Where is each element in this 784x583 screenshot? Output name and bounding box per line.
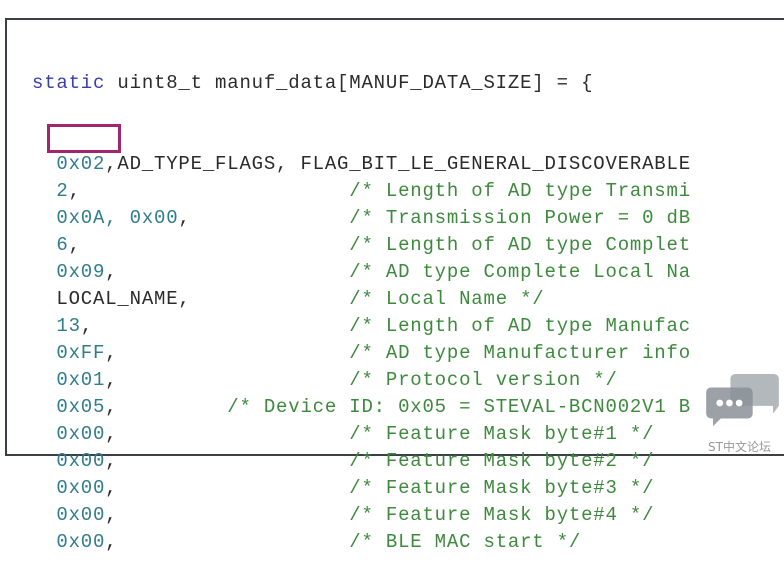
code-line: LOCAL_NAME, /* Local Name */ bbox=[32, 286, 691, 313]
comment: /* Length of AD type Complet bbox=[349, 234, 691, 256]
code-line: 6, /* Length of AD type Complet bbox=[32, 232, 691, 259]
comment: /* Device ID: 0x05 = STEVAL-BCN002V1 B bbox=[227, 396, 691, 418]
padding bbox=[117, 342, 349, 364]
value: 13 bbox=[56, 315, 81, 337]
code-line: 13, /* Length of AD type Manufac bbox=[32, 313, 691, 340]
code-line: 2, /* Length of AD type Transmi bbox=[32, 178, 691, 205]
comment: /* AD type Complete Local Na bbox=[349, 261, 691, 283]
code-line: 0xFF, /* AD type Manufacturer info bbox=[32, 340, 691, 367]
code-text: , bbox=[105, 423, 118, 445]
code-text: , bbox=[105, 396, 118, 418]
comment: /* Feature Mask byte#3 */ bbox=[349, 477, 655, 499]
code-text: , bbox=[105, 342, 118, 364]
value: 0x05 bbox=[56, 396, 106, 418]
comment: /* Feature Mask byte#2 */ bbox=[349, 450, 655, 472]
code-line: 0x00, /* BLE MAC start */ bbox=[32, 529, 691, 556]
code-line: 0x00, /* Feature Mask byte#2 */ bbox=[32, 448, 691, 475]
code-frame bbox=[5, 18, 784, 456]
value: 0x0A, 0x00 bbox=[56, 207, 179, 229]
watermark-text: ST中文论坛 bbox=[708, 440, 771, 454]
padding bbox=[81, 234, 349, 256]
value: 0x02 bbox=[56, 153, 106, 175]
value: 0x00 bbox=[56, 450, 106, 472]
comment: /* Length of AD type Manufac bbox=[349, 315, 691, 337]
padding bbox=[191, 207, 350, 229]
code-text: , bbox=[105, 477, 118, 499]
code-line: 0x00, /* Feature Mask byte#1 */ bbox=[32, 421, 691, 448]
value: 0x00 bbox=[56, 477, 106, 499]
padding bbox=[117, 477, 349, 499]
comment: /* Feature Mask byte#4 */ bbox=[349, 504, 655, 526]
comment: /* Transmission Power = 0 dB bbox=[349, 207, 691, 229]
padding bbox=[117, 450, 349, 472]
comment: /* Protocol version */ bbox=[349, 369, 618, 391]
comment: /* BLE MAC start */ bbox=[349, 531, 582, 553]
code-block: static uint8_t manuf_data[MANUF_DATA_SIZ… bbox=[32, 16, 691, 583]
padding bbox=[117, 531, 349, 553]
code-line: 0x09, /* AD type Complete Local Na bbox=[32, 259, 691, 286]
code-line: 0x05, /* Device ID: 0x05 = STEVAL-BCN002… bbox=[32, 394, 691, 421]
highlight-box bbox=[47, 124, 121, 153]
code-text: LOCAL_NAME, bbox=[56, 288, 191, 310]
code-line: 0x01, /* Protocol version */ bbox=[32, 367, 691, 394]
padding bbox=[117, 369, 349, 391]
value: 0x00 bbox=[56, 504, 106, 526]
code-line: 0x00, /* Feature Mask byte#3 */ bbox=[32, 475, 691, 502]
keyword: static bbox=[32, 72, 106, 94]
comment: /* Feature Mask byte#1 */ bbox=[349, 423, 655, 445]
chat-bubble-icon bbox=[706, 373, 779, 427]
code-text: , bbox=[178, 207, 191, 229]
value: 0xFF bbox=[56, 342, 106, 364]
declaration-text: uint8_t manuf_data[MANUF_DATA_SIZE] = { bbox=[105, 72, 594, 94]
padding bbox=[117, 261, 349, 283]
value: 0x01 bbox=[56, 369, 106, 391]
code-line-declaration: static uint8_t manuf_data[MANUF_DATA_SIZ… bbox=[32, 70, 691, 97]
code-text: , bbox=[105, 531, 118, 553]
code-text: , bbox=[105, 261, 118, 283]
code-text: , bbox=[68, 234, 81, 256]
value: 0x00 bbox=[56, 423, 106, 445]
padding bbox=[117, 504, 349, 526]
padding bbox=[191, 288, 350, 310]
value: 6 bbox=[56, 234, 69, 256]
padding bbox=[117, 423, 349, 445]
code-line: 0x00, /* Feature Mask byte#4 */ bbox=[32, 502, 691, 529]
code-text: , bbox=[80, 315, 94, 337]
comment: /* Length of AD type Transmi bbox=[349, 180, 691, 202]
code-text: , bbox=[105, 450, 118, 472]
padding bbox=[93, 315, 349, 337]
code-text: , bbox=[68, 180, 81, 202]
code-text: ,AD_TYPE_FLAGS, FLAG_BIT_LE_GENERAL_DISC… bbox=[105, 153, 691, 175]
code-text: , bbox=[105, 369, 118, 391]
value: 2 bbox=[56, 180, 69, 202]
comment: /* Local Name */ bbox=[349, 288, 545, 310]
comment: /* AD type Manufacturer info bbox=[349, 342, 691, 364]
code-text: , bbox=[105, 504, 118, 526]
padding bbox=[81, 180, 349, 202]
code-line: 0x02,AD_TYPE_FLAGS, FLAG_BIT_LE_GENERAL_… bbox=[32, 151, 691, 178]
code-line: 0x0A, 0x00, /* Transmission Power = 0 dB bbox=[32, 205, 691, 232]
value: 0x09 bbox=[56, 261, 106, 283]
value: 0x00 bbox=[56, 531, 106, 553]
padding bbox=[117, 396, 227, 418]
